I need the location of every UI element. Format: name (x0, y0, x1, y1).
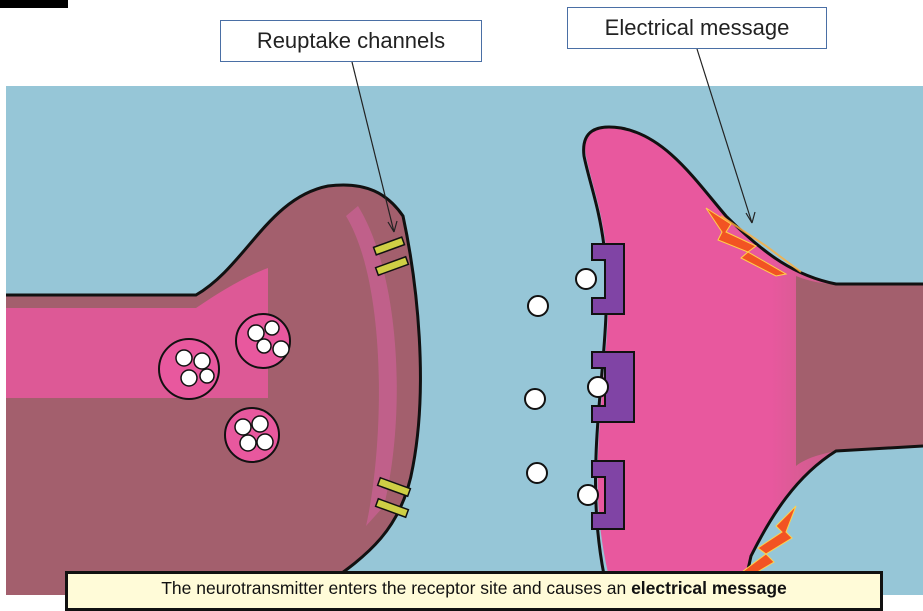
synapse-diagram (6, 86, 923, 595)
caption-box: The neurotransmitter enters the receptor… (65, 571, 883, 611)
reuptake-channels-label: Reuptake channels (220, 20, 482, 62)
dendrite-right-shade (796, 276, 923, 466)
vesicle (159, 339, 219, 399)
receptor-site (588, 352, 634, 422)
corner-block (0, 0, 68, 8)
electrical-message-label: Electrical message (567, 7, 827, 49)
caption-text: The neurotransmitter enters the receptor… (161, 578, 631, 598)
neurotransmitter (527, 463, 547, 483)
neurotransmitter (525, 389, 545, 409)
vesicle (236, 314, 290, 368)
vesicle (225, 408, 279, 462)
caption-bold-text: electrical message (631, 578, 787, 598)
neurotransmitter (528, 296, 548, 316)
